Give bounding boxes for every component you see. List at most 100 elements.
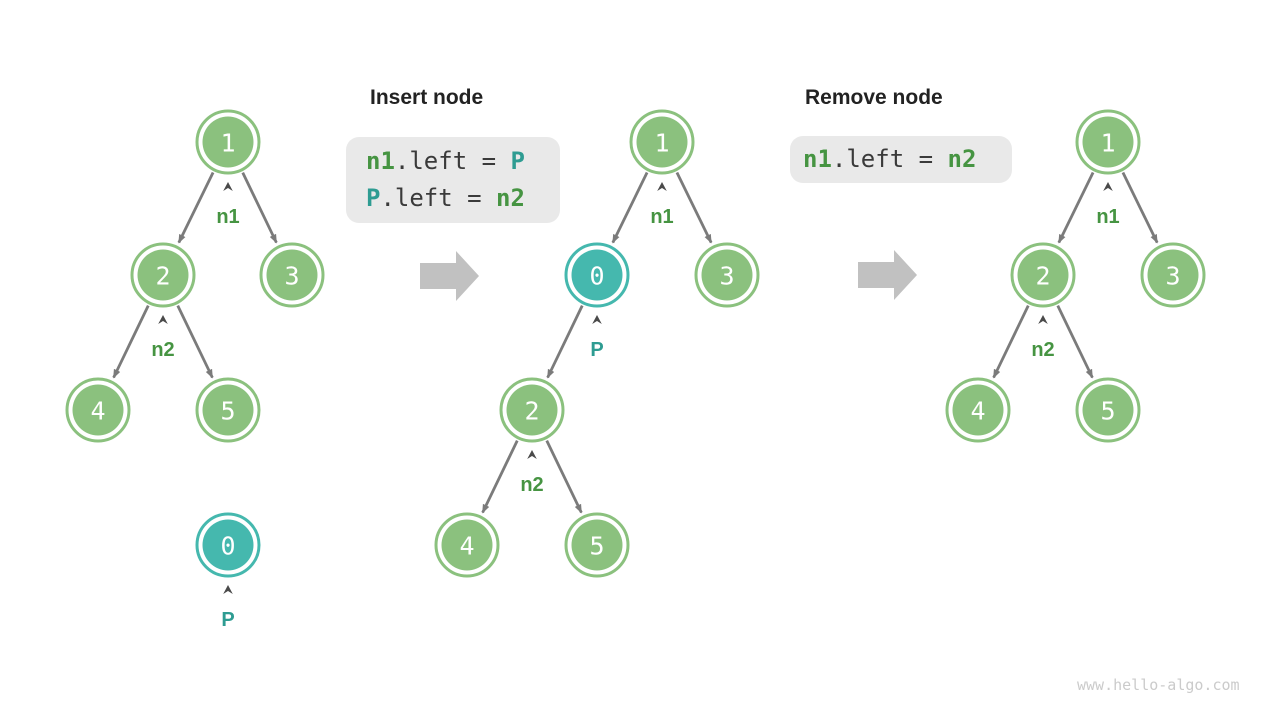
node-value: 4 — [90, 397, 105, 426]
tree-node-1: 1 — [629, 109, 695, 175]
tree-edge — [992, 305, 1030, 379]
node-fill — [1147, 249, 1199, 301]
pointer-n1: n1 — [216, 182, 240, 228]
node-value: 3 — [1165, 262, 1180, 291]
tree-node-2: 2 — [1010, 242, 1076, 308]
caret-up-icon — [1103, 182, 1113, 191]
pointer-label: n1 — [216, 206, 239, 228]
tree-edge — [546, 305, 584, 379]
tree-node-4: 4 — [945, 377, 1011, 443]
tree-edge — [545, 440, 583, 514]
pointer-n2: n2 — [1031, 315, 1055, 361]
tree-after-remove: 1 2 3 4 5 n1 n2 — [945, 109, 1206, 443]
code-variable: n2 — [947, 145, 977, 173]
tree-node-0: 0 — [195, 512, 261, 578]
pointer-label: n2 — [1031, 339, 1054, 361]
pointer-label: P — [221, 609, 234, 631]
transition-arrow-insert — [420, 251, 479, 301]
tree-edge — [112, 305, 150, 379]
node-fill — [1082, 116, 1134, 168]
tree-edge — [675, 171, 713, 244]
caret-up-icon — [592, 315, 602, 324]
caret-up-icon — [158, 315, 168, 324]
code-variable: P — [510, 147, 525, 175]
tree-edge — [1057, 171, 1095, 244]
remove-node-heading: Remove node — [805, 86, 943, 109]
tree-edge — [241, 172, 278, 244]
code-line: n1.left = P — [366, 146, 560, 177]
pointer-P: P — [590, 315, 604, 361]
node-value: 1 — [220, 129, 235, 158]
tree-node-3: 3 — [694, 242, 760, 308]
node-value: 2 — [155, 262, 170, 291]
node-value: 1 — [654, 129, 669, 158]
node-fill — [266, 249, 318, 301]
node-value: 0 — [589, 262, 604, 291]
tree-node-5: 5 — [564, 512, 630, 578]
node-value: 1 — [1100, 129, 1115, 158]
code-text: .left = — [394, 147, 511, 175]
code-text: .left = — [380, 184, 497, 212]
tree-edge — [1056, 305, 1094, 379]
node-fill — [202, 116, 254, 168]
node-fill — [1017, 249, 1069, 301]
node-fill — [1082, 384, 1134, 436]
tree-edge — [176, 305, 214, 379]
pointer-label: P — [590, 339, 603, 361]
insert-node-heading: Insert node — [370, 86, 484, 109]
caret-up-icon — [657, 182, 667, 191]
tree-node-0: 0 — [564, 242, 630, 308]
node-value: 2 — [524, 397, 539, 426]
node-value: 2 — [1035, 262, 1050, 291]
tree-node-2: 2 — [499, 377, 565, 443]
code-line: n1.left = n2 — [803, 144, 1012, 175]
node-value: 4 — [970, 397, 985, 426]
pointer-label: n2 — [151, 339, 174, 361]
watermark: www.hello-algo.com — [1077, 676, 1240, 694]
node-fill — [571, 519, 623, 571]
node-fill — [441, 519, 493, 571]
tree-node-3: 3 — [1140, 242, 1206, 308]
node-value: 0 — [220, 532, 235, 561]
node-fill — [202, 384, 254, 436]
caret-up-icon — [223, 585, 233, 594]
caret-up-icon — [527, 450, 537, 459]
node-fill — [506, 384, 558, 436]
code-line: P.left = n2 — [366, 183, 560, 214]
node-fill — [137, 249, 189, 301]
pointer-label: n2 — [520, 474, 543, 496]
tree-node-3: 3 — [259, 242, 325, 308]
node-fill — [952, 384, 1004, 436]
code-variable: n2 — [496, 184, 525, 212]
pointer-n1: n1 — [1096, 182, 1120, 228]
node-fill — [72, 384, 124, 436]
caret-up-icon — [223, 182, 233, 191]
node-value: 3 — [719, 262, 734, 291]
pointer-label: n1 — [1096, 206, 1119, 228]
pointer-n1: n1 — [650, 182, 674, 228]
tree-node-2: 2 — [130, 242, 196, 308]
node-value: 3 — [284, 262, 299, 291]
node-fill — [202, 519, 254, 571]
caret-up-icon — [1038, 315, 1048, 324]
code-variable: P — [366, 184, 381, 212]
node-fill — [636, 116, 688, 168]
tree-node-5: 5 — [1075, 377, 1141, 443]
tree-edge — [481, 440, 519, 514]
code-variable: n1 — [803, 145, 832, 173]
pointer-P: P — [221, 585, 235, 631]
tree-node-1: 1 — [195, 109, 261, 175]
tree-edge — [1121, 171, 1159, 244]
node-fill — [701, 249, 753, 301]
transition-arrow-remove — [858, 250, 917, 300]
node-value: 5 — [589, 532, 604, 561]
node-value: 4 — [459, 532, 474, 561]
code-text: .left = — [831, 145, 948, 173]
pointer-label: n1 — [650, 206, 673, 228]
pointer-n2: n2 — [520, 450, 544, 496]
node-fill — [571, 249, 623, 301]
